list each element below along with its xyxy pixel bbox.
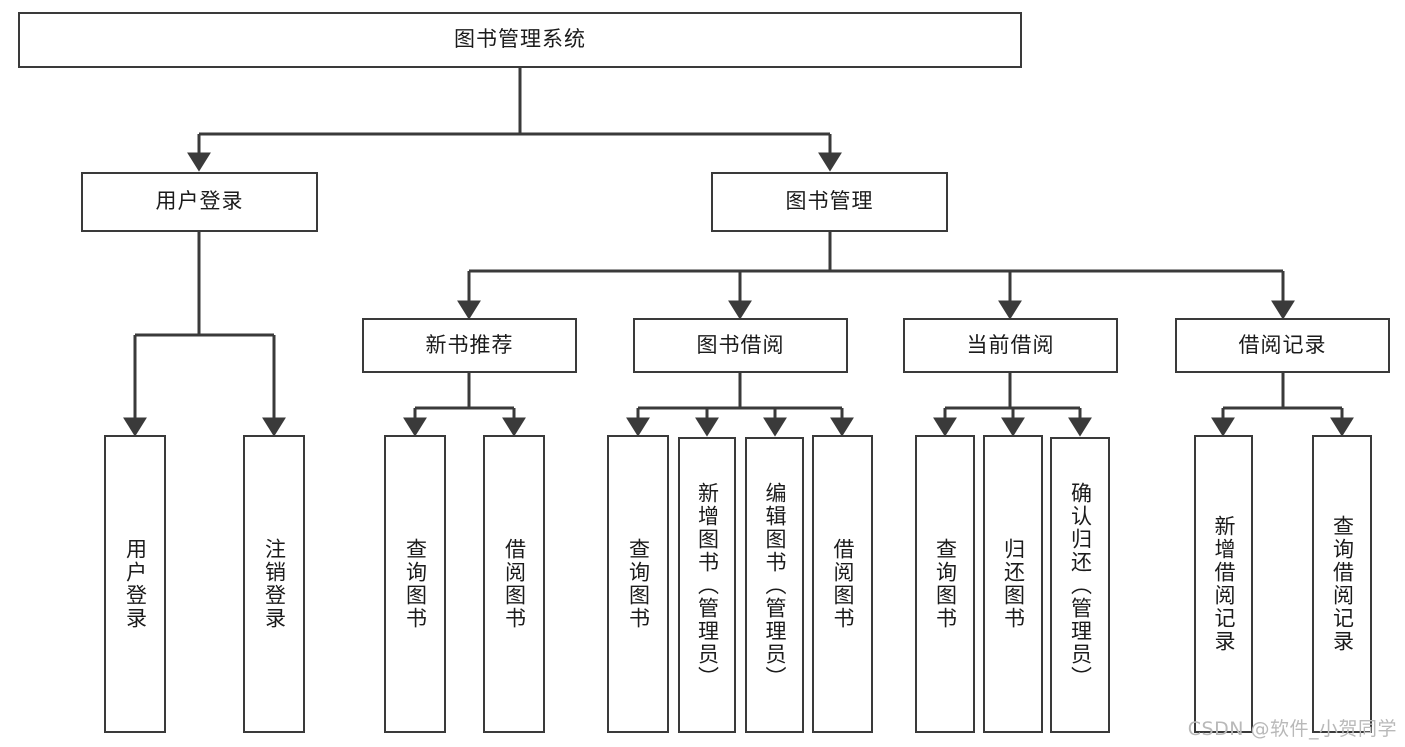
node-label: 查询图书 [403, 538, 428, 630]
leaf-book-borrow-add-book-admin[interactable]: 新增图书（管理员） [678, 437, 736, 733]
leaf-current-borrow-confirm-return-admin[interactable]: 确认归还（管理员） [1050, 437, 1110, 733]
node-label: 图书借阅 [696, 332, 785, 357]
node-root-book-management-system[interactable]: 图书管理系统 [18, 12, 1022, 68]
node-book-management[interactable]: 图书管理 [711, 172, 948, 232]
node-label: 查询图书 [933, 538, 958, 630]
node-user-login[interactable]: 用户登录 [81, 172, 318, 232]
node-label: 编辑图书（管理员） [762, 481, 787, 689]
leaf-book-borrow-borrow-books[interactable]: 借阅图书 [812, 435, 873, 733]
leaf-user-login-logout[interactable]: 注销登录 [243, 435, 305, 733]
node-label: 注销登录 [262, 538, 287, 630]
node-current-borrowing[interactable]: 当前借阅 [903, 318, 1118, 373]
node-label: 查询借阅记录 [1330, 515, 1355, 653]
node-label: 新增图书（管理员） [695, 481, 720, 689]
node-label: 当前借阅 [966, 332, 1055, 357]
leaf-new-book-query-books[interactable]: 查询图书 [384, 435, 446, 733]
leaf-book-borrow-query-books[interactable]: 查询图书 [607, 435, 669, 733]
node-label: 查询图书 [626, 538, 651, 630]
node-label: 用户登录 [123, 538, 148, 630]
node-label: 借阅图书 [502, 538, 527, 630]
node-new-book-recommendation[interactable]: 新书推荐 [362, 318, 577, 373]
node-label: 新书推荐 [425, 332, 514, 357]
node-label: 确认归还（管理员） [1068, 481, 1093, 689]
node-label: 借阅记录 [1238, 332, 1327, 357]
node-label: 图书管理系统 [454, 27, 586, 52]
node-book-borrowing[interactable]: 图书借阅 [633, 318, 848, 373]
node-label: 图书管理 [785, 189, 874, 214]
node-label: 归还图书 [1001, 538, 1026, 630]
node-label: 用户登录 [155, 189, 244, 214]
node-label: 新增借阅记录 [1211, 515, 1236, 653]
watermark-text: CSDN @软件_小贺同学 [1187, 718, 1397, 740]
leaf-new-book-borrow-books[interactable]: 借阅图书 [483, 435, 545, 733]
leaf-record-add-borrow-record[interactable]: 新增借阅记录 [1194, 435, 1253, 733]
leaf-current-borrow-return-books[interactable]: 归还图书 [983, 435, 1043, 733]
leaf-record-query-borrow-record[interactable]: 查询借阅记录 [1312, 435, 1372, 733]
leaf-book-borrow-edit-book-admin[interactable]: 编辑图书（管理员） [745, 437, 804, 733]
node-borrowing-records[interactable]: 借阅记录 [1175, 318, 1390, 373]
node-label: 借阅图书 [830, 538, 855, 630]
leaf-user-login-login[interactable]: 用户登录 [104, 435, 166, 733]
leaf-current-borrow-query-books[interactable]: 查询图书 [915, 435, 975, 733]
